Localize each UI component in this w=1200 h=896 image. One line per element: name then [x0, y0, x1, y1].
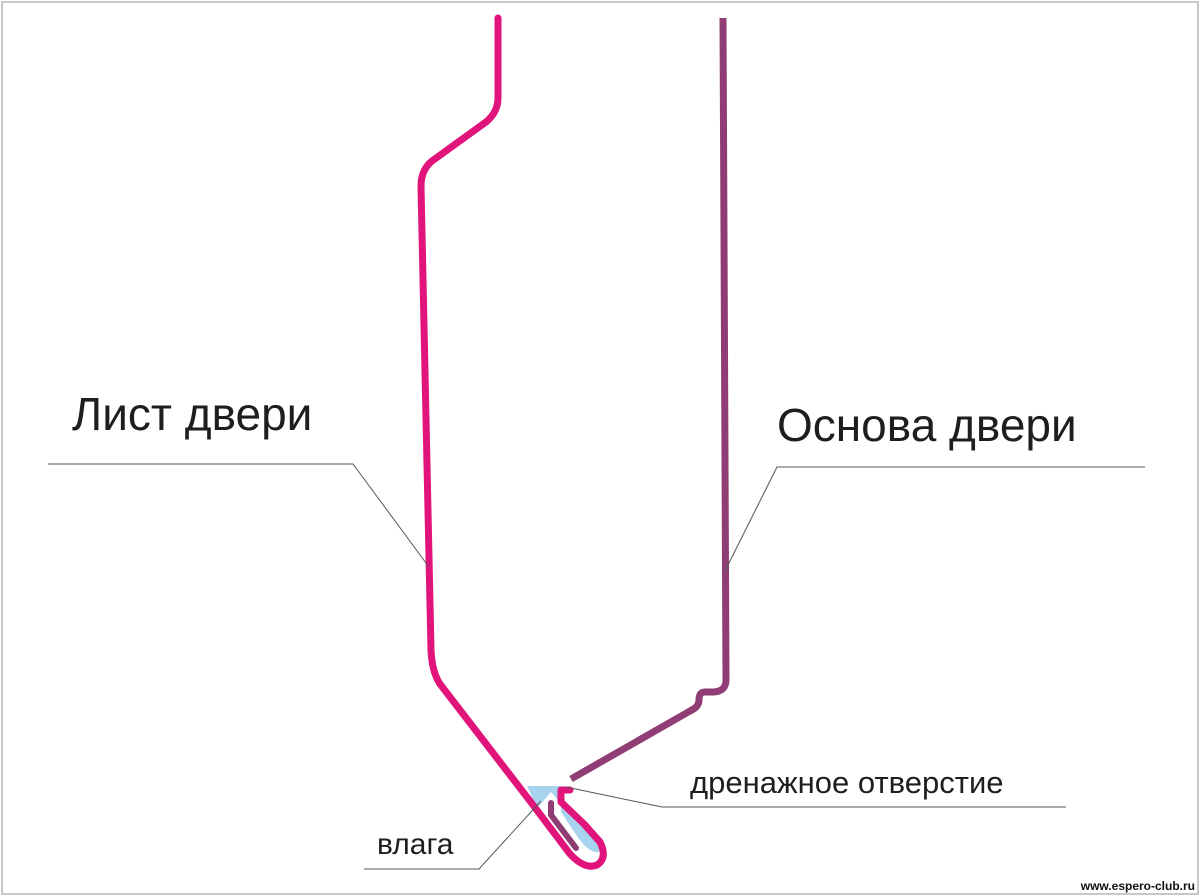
- moisture-leader-line: [364, 800, 542, 870]
- drain-hole-label: дренажное отверстие: [690, 765, 1004, 800]
- door-base-label: Основа двери: [777, 399, 1077, 451]
- door-sheet-leader-line: [48, 463, 430, 568]
- door-base-line: [569, 17, 730, 783]
- watermark-text: www.espero-club.ru: [1080, 879, 1195, 893]
- moisture-fill: [527, 786, 603, 853]
- door-sheet-label: Лист двери: [72, 388, 312, 440]
- moisture-label: влага: [377, 828, 454, 861]
- door-base-leader-line: [724, 466, 1145, 572]
- door-sheet-line: [417, 14, 607, 870]
- door-base-hem: [548, 800, 579, 851]
- drain-hole-leader-line: [565, 786, 1066, 808]
